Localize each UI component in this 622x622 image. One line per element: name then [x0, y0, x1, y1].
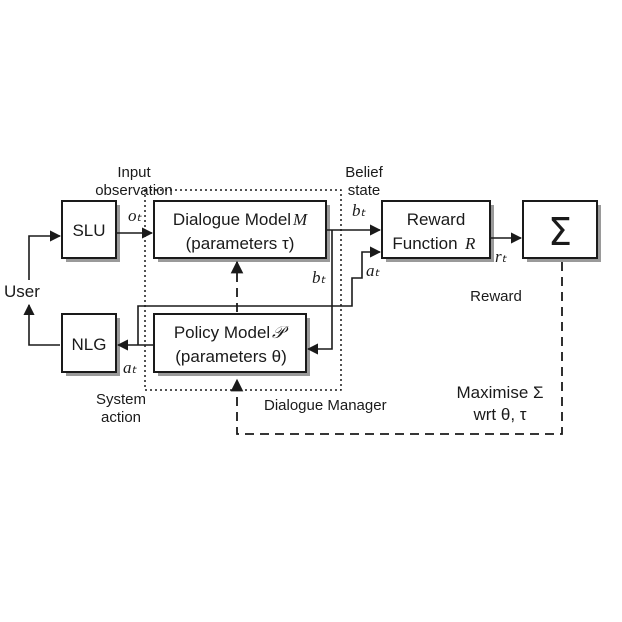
- reward-function-line2: Function: [392, 234, 457, 253]
- belief-symbol-top: bₜ: [352, 201, 367, 220]
- arrow-nlg-to-user: [23, 303, 60, 346]
- nlg-label: NLG: [72, 335, 107, 354]
- arrow-belief-to-policy: [306, 230, 333, 355]
- arrow-user-to-slu: [28, 230, 62, 280]
- nlg-box: NLG: [61, 313, 120, 376]
- observation-symbol: oₜ: [128, 206, 143, 225]
- dialogue-manager-label: Dialogue Manager: [264, 397, 387, 414]
- maximise-label-2: wrt θ, τ: [472, 405, 526, 424]
- action-symbol-mid: aₜ: [366, 261, 381, 280]
- dialogue-model-box: Dialogue Model M (parameters τ): [153, 200, 330, 262]
- slu-box: SLU: [61, 200, 120, 262]
- arrow-action-to-reward: [137, 246, 382, 345]
- reward-signal-symbol: rₜ: [495, 247, 508, 266]
- dialogue-manager-frame: [144, 189, 342, 391]
- dashed-feedback-line: [230, 262, 563, 435]
- slu-label: SLU: [72, 221, 105, 240]
- dialogue-model-symbol: M: [292, 210, 308, 229]
- belief-state-label-2: state: [348, 182, 381, 199]
- user-label: User: [4, 282, 40, 301]
- maximise-label-1: Maximise Σ: [456, 383, 543, 402]
- reward-function-symbol: R: [464, 234, 476, 253]
- belief-state-label-1: Belief: [345, 164, 383, 181]
- dialogue-model-title: Dialogue Model: [173, 210, 291, 229]
- system-action-label-1: System: [96, 391, 146, 408]
- reward-function-box: Reward Function R: [381, 200, 494, 262]
- system-action-label-2: action: [101, 409, 141, 426]
- input-observation-label-1: Input: [117, 164, 151, 181]
- dialogue-model-params: (parameters τ): [186, 234, 295, 253]
- action-symbol-bottom: aₜ: [123, 358, 138, 377]
- sum-box: Σ: [522, 200, 601, 262]
- policy-model-box: Policy Model 𝒫 (parameters θ): [153, 313, 310, 376]
- reward-label: Reward: [470, 288, 522, 305]
- belief-symbol-mid: bₜ: [312, 268, 327, 287]
- sum-symbol: Σ: [548, 210, 572, 254]
- reward-function-line1: Reward: [407, 210, 466, 229]
- policy-model-title: Policy Model: [174, 323, 270, 342]
- input-observation-label-2: observation: [95, 182, 173, 199]
- policy-model-params: (parameters θ): [175, 347, 286, 366]
- svg-text:Dialogue Model: Dialogue Model: [173, 210, 291, 229]
